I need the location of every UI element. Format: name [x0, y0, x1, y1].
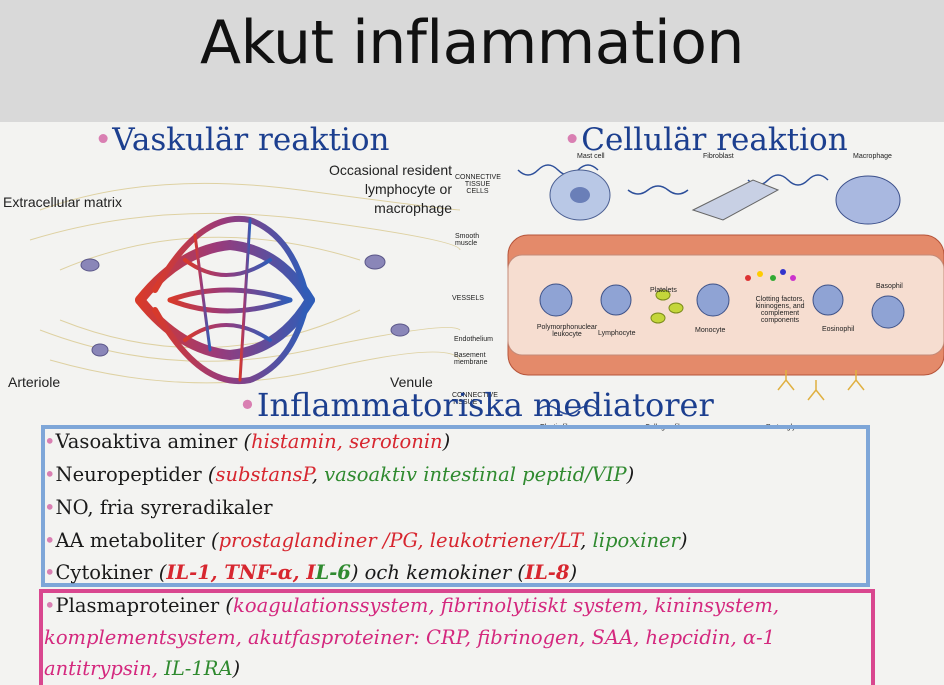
- item-example: IL-8: [524, 561, 570, 584]
- item-neuropeptider: •Neuropeptider (substansP, vasoaktiv int…: [44, 463, 634, 486]
- vascular-heading-text: Vaskulär reaktion: [112, 122, 390, 158]
- label-vessels: VESSELS: [452, 295, 484, 302]
- section-vascular-heading: •Vaskulär reaktion: [94, 122, 389, 158]
- label-smooth-muscle: Smooth muscle: [455, 233, 480, 247]
- item-cytokiner: •Cytokiner (IL-1, TNF-α, IL-6) och kemok…: [44, 561, 577, 584]
- label-macrophage: Macrophage: [853, 153, 892, 160]
- item-label: Plasmaproteiner: [55, 594, 226, 617]
- bullet: •: [238, 386, 257, 424]
- label-connective-tissue-cells: CONNECTIVE TISSUE CELLS: [455, 174, 501, 195]
- bullet: •: [44, 430, 56, 453]
- paren: (: [243, 430, 252, 453]
- item-plasmaproteiner-line3: antitrypsin, IL-1RA): [44, 657, 240, 680]
- bullet: •: [44, 594, 56, 617]
- item-example: lipoxiner: [592, 529, 680, 552]
- item-label: AA metaboliter: [55, 529, 211, 552]
- label-connective-tissue: CONNECTIVE TISSUE: [452, 392, 498, 406]
- bullet: •: [44, 529, 56, 552]
- label-fibroblast: Fibroblast: [703, 153, 734, 160]
- item-label: Cytokiner: [55, 561, 159, 584]
- bullet: •: [44, 561, 56, 584]
- separator: ,: [311, 463, 325, 486]
- paren: (: [210, 529, 219, 552]
- label-mast-cell: Mast cell: [577, 153, 605, 160]
- label-arteriole: Arteriole: [8, 374, 61, 390]
- bullet: •: [94, 122, 113, 158]
- label-lymphocyte: Lymphocyte: [598, 330, 636, 337]
- item-example: I: [306, 561, 316, 584]
- vascular-network-illustration: [0, 182, 461, 385]
- label-platelets: Platelets: [650, 287, 677, 294]
- item-example: L-6: [315, 561, 351, 584]
- label-endothelium: Endothelium: [454, 336, 493, 343]
- item-label: NO, fria syreradikaler: [55, 496, 273, 519]
- item-plasmaproteiner-line2: komplementsystem, akutfasproteiner: CRP,…: [44, 626, 776, 649]
- label-eosinophil: Eosinophil: [822, 326, 855, 333]
- item-example: koagulationssystem, fibrinolytiskt syste…: [233, 594, 780, 617]
- paren: (: [225, 594, 234, 617]
- item-vasoaktiva: •Vasoaktiva aminer (histamin, serotonin): [44, 430, 450, 453]
- section-mediators-heading: •Inflammatoriska mediatorer: [238, 386, 714, 424]
- item-no: •NO, fria syreradikaler: [44, 496, 273, 519]
- item-label: Neuropeptider: [55, 463, 208, 486]
- mediators-heading-text: Inflammatoriska mediatorer: [256, 386, 714, 424]
- item-example: antitrypsin,: [44, 657, 165, 680]
- page-title: Akut inflammation: [200, 8, 744, 78]
- label-clotting-factors: Clotting factors, kininogens, and comple…: [755, 296, 805, 324]
- item-example: prostaglandiner /PG, leukotriener/LT: [218, 529, 581, 552]
- separator: ,: [580, 529, 593, 552]
- plasma-proteins-box: [39, 589, 875, 685]
- label-monocyte: Monocyte: [695, 327, 726, 334]
- item-example: vasoaktiv intestinal peptid/VIP: [324, 463, 627, 486]
- paren: (: [158, 561, 167, 584]
- bullet: •: [44, 463, 56, 486]
- mediators-box: [41, 425, 870, 587]
- label-resident-cell: Occasional resident lymphocyte or macrop…: [329, 162, 452, 216]
- paren: ): [569, 561, 578, 584]
- label-pmn: Polymorphonuclear leukocyte: [536, 324, 598, 338]
- label-venule: Venule: [390, 374, 433, 390]
- label-basophil: Basophil: [876, 283, 903, 290]
- item-plasmaproteiner: •Plasmaproteiner (koagulationssystem, fi…: [44, 594, 779, 617]
- section-cellular-heading: •Cellulär reaktion: [563, 122, 848, 158]
- item-connector: ) och kemokiner (: [350, 561, 525, 584]
- item-example: substansP: [215, 463, 312, 486]
- item-label: Vasoaktiva aminer: [55, 430, 244, 453]
- paren: ): [626, 463, 635, 486]
- paren: ): [232, 657, 241, 680]
- item-examples: histamin, serotonin: [251, 430, 443, 453]
- cellular-heading-text: Cellulär reaktion: [581, 122, 848, 158]
- paren: ): [442, 430, 451, 453]
- label-extracellular-matrix: Extracellular matrix: [3, 194, 123, 210]
- item-example: IL-1RA: [164, 657, 233, 680]
- item-aa-metaboliter: •AA metaboliter (prostaglandiner /PG, le…: [44, 529, 688, 552]
- paren: (: [207, 463, 216, 486]
- label-basement-membrane: Basement membrane: [454, 352, 488, 366]
- bullet: •: [44, 496, 56, 519]
- cellular-reaction-illustration: [507, 164, 944, 415]
- title-bar: Akut inflammation: [0, 0, 944, 122]
- paren: ): [679, 529, 688, 552]
- item-example: IL-1, TNF-α,: [166, 561, 307, 584]
- bullet: •: [563, 122, 582, 158]
